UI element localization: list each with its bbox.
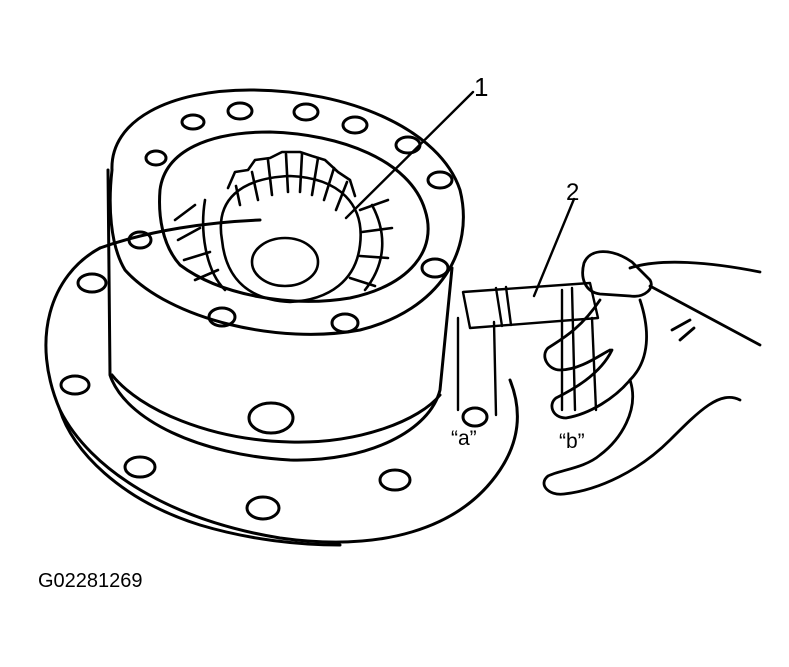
top-ring xyxy=(108,88,465,336)
figure-id: G02281269 xyxy=(38,570,143,592)
leader-1 xyxy=(344,90,475,220)
side-gear xyxy=(173,150,394,304)
flange-bolt-holes xyxy=(59,272,489,521)
dimension-a-label: “a” xyxy=(451,427,477,450)
lower-flange xyxy=(44,218,519,547)
callout-2: 2 xyxy=(566,179,580,206)
hand xyxy=(542,250,762,496)
callout-1: 1 xyxy=(474,72,489,102)
ring-bolt-holes xyxy=(127,101,454,334)
side-window xyxy=(247,401,295,435)
gear-bore xyxy=(250,236,320,288)
case-body xyxy=(106,168,454,462)
straight-edge-gauge xyxy=(456,281,600,417)
leader-2 xyxy=(532,197,576,298)
dimension-b-label: “b” xyxy=(559,430,585,453)
